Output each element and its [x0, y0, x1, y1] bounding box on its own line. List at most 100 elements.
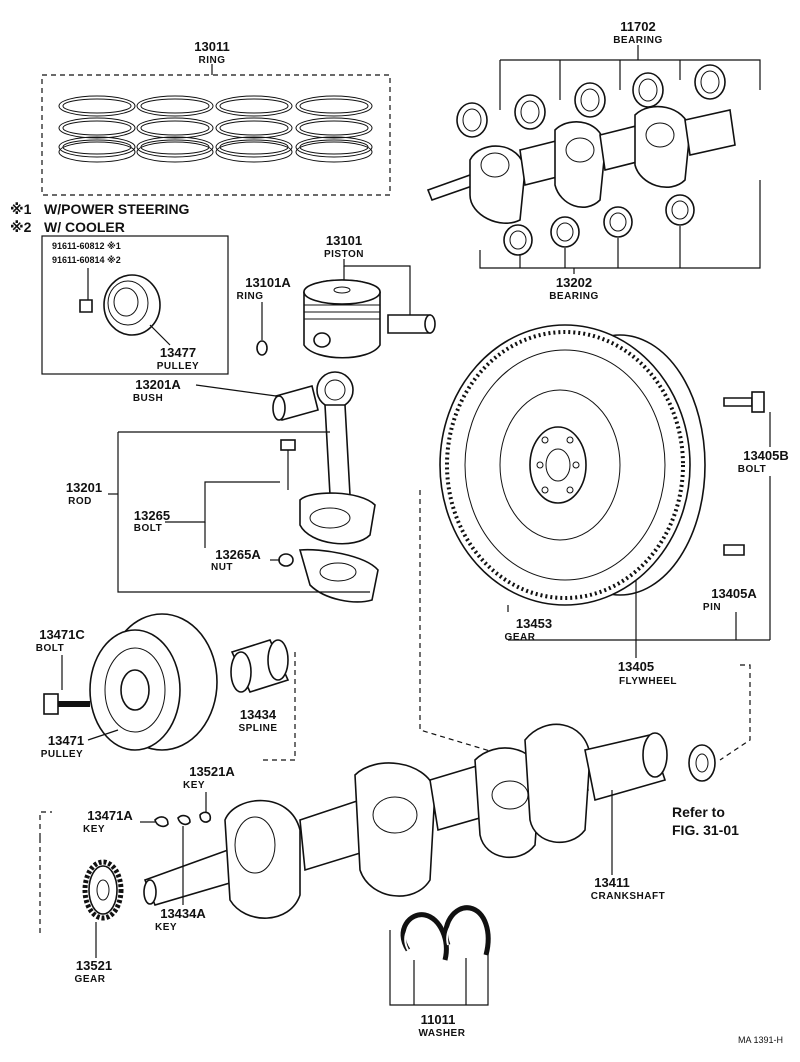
ring-group-4: [295, 95, 373, 163]
part-name-13471C: BOLT: [36, 643, 64, 654]
refer-label: Refer to: [672, 804, 725, 820]
pilot-bearing: [688, 744, 716, 782]
part-number-13434A: 13434A: [160, 906, 206, 921]
flywheel-assembly: 13405B BOLT 13405A PIN 13453 GEAR 13405 …: [419, 324, 789, 761]
pulley-bolt: [79, 299, 93, 313]
note-2-text: W/ COOLER: [44, 219, 125, 235]
bearing-upper-5: [694, 64, 726, 100]
note-1-text: W/POWER STEERING: [44, 201, 190, 217]
part-name-13471: PULLEY: [41, 749, 83, 760]
key-13471A: [154, 816, 169, 828]
refer-figure-link[interactable]: FIG. 31-01: [672, 822, 739, 838]
crankshaft-main: 13411 CRANKSHAFT: [143, 723, 716, 919]
bearing-lower-1: [503, 224, 533, 256]
connecting-rod: [299, 371, 376, 545]
flywheel-bolt: [723, 391, 765, 413]
part-number-13405A: 13405A: [711, 586, 757, 601]
part-name-13201A: BUSH: [133, 393, 163, 404]
rod-cap: [298, 548, 379, 603]
pulley-code-1: 91611-60812 ※1: [52, 241, 121, 251]
pulley-13477-group: 91611-60812 ※1 91611-60814 ※2 13477 PULL…: [41, 235, 229, 375]
part-name-13521: GEAR: [75, 974, 106, 985]
part-number-13265A: 13265A: [215, 547, 261, 562]
part-number-13265: 13265: [134, 508, 170, 523]
ring-set-box: [41, 74, 391, 196]
part-number-13202: 13202: [556, 275, 592, 290]
thrust-washer-group: 11011 WASHER: [389, 905, 491, 1039]
pulley-box: [41, 235, 229, 375]
thrust-washer-1: [400, 912, 449, 961]
part-name-13453: GEAR: [505, 632, 536, 643]
part-name-13521A: KEY: [183, 780, 205, 791]
crankshaft-small: [426, 105, 736, 224]
crank-pulley-assembly: 13471C BOLT 13471 PULLEY 13434 SPLINE: [36, 613, 296, 761]
key-13434A: [177, 814, 191, 826]
part-name-13434: SPLINE: [238, 723, 277, 734]
pulley-code-2: 91611-60814 ※2: [52, 255, 121, 265]
part-name-13201: ROD: [68, 496, 92, 507]
part-name-13265: BOLT: [134, 523, 162, 534]
bearing-lower-3: [603, 206, 633, 238]
part-name-13405A: PIN: [703, 602, 721, 613]
part-number-13521A: 13521A: [189, 764, 235, 779]
piston-assembly: 13101 PISTON 13101A RING: [237, 233, 436, 359]
part-number-13101: 13101: [326, 233, 362, 248]
part-name-13011: RING: [199, 55, 226, 66]
part-number-13405: 13405: [618, 659, 654, 674]
part-number-13411: 13411: [594, 875, 629, 890]
pulley-13477: [103, 274, 161, 336]
bearing-upper-2: [514, 94, 546, 130]
part-number-13521: 13521: [76, 958, 112, 973]
ring-group-3: [215, 95, 293, 163]
piston-snap-ring: [256, 340, 268, 356]
connecting-rod-assembly: 13201A BUSH 13201 ROD 13265 BOLT: [66, 371, 379, 603]
ring-group-2: [136, 95, 214, 163]
part-number-13471: 13471: [48, 733, 84, 748]
bearing-upper-1: [456, 102, 488, 138]
part-name-13202: BEARING: [549, 291, 599, 302]
keys-group: 13521A KEY 13471A KEY 13434A KEY: [39, 764, 235, 935]
timing-gear: [82, 859, 124, 921]
part-name-11011: WASHER: [419, 1028, 466, 1039]
crank-pulley: [89, 613, 218, 751]
part-number-13471A: 13471A: [87, 808, 133, 823]
footnotes: ※1 W/POWER STEERING ※2 W/ COOLER: [10, 201, 190, 235]
note-2-mark: ※2: [10, 219, 32, 235]
timing-gear-group: 13521 GEAR: [75, 859, 124, 985]
part-number-13201A: 13201A: [135, 377, 181, 392]
part-number-13453: 13453: [516, 616, 552, 631]
pulley-bolt-13471C: [43, 693, 90, 715]
part-name-13411: CRANKSHAFT: [591, 891, 665, 902]
part-number-13011: 13011: [194, 39, 229, 54]
part-number-13101A: 13101A: [245, 275, 291, 290]
bearing-lower-2: [550, 216, 580, 248]
rod-nut: [278, 553, 294, 567]
part-name-13265A: NUT: [211, 562, 233, 573]
part-name-13405: FLYWHEEL: [619, 676, 677, 687]
part-name-13434A: KEY: [155, 922, 177, 933]
piston-pin: [387, 314, 436, 334]
part-number-13201: 13201: [66, 480, 102, 495]
flywheel-pin: [723, 544, 745, 556]
part-number-13405B: 13405B: [743, 448, 789, 463]
note-1-mark: ※1: [10, 201, 32, 217]
part-number-13471C: 13471C: [39, 627, 85, 642]
flywheel: [439, 324, 706, 606]
part-number-11011: 11011: [421, 1012, 456, 1027]
part-number-13477: 13477: [160, 345, 196, 360]
part-name-13477: PULLEY: [157, 361, 199, 372]
bearing-upper-3: [574, 82, 606, 118]
part-name-13471A: KEY: [83, 824, 105, 835]
part-number-13434: 13434: [240, 707, 277, 722]
diagram-code: MA 1391-H: [738, 1035, 783, 1045]
bearing-lower-4: [665, 194, 695, 226]
part-name-13405B: BOLT: [738, 464, 766, 475]
part-number-11702: 11702: [620, 19, 655, 34]
thrust-washer-2: [443, 905, 491, 956]
part-name-13101: PISTON: [324, 249, 364, 260]
part-name-13101A: RING: [237, 291, 264, 302]
bearing-upper-4: [632, 72, 664, 108]
piston-ring-set: 13011 RING: [41, 39, 391, 196]
main-bearing-assembly: 11702 BEARING: [426, 19, 761, 302]
